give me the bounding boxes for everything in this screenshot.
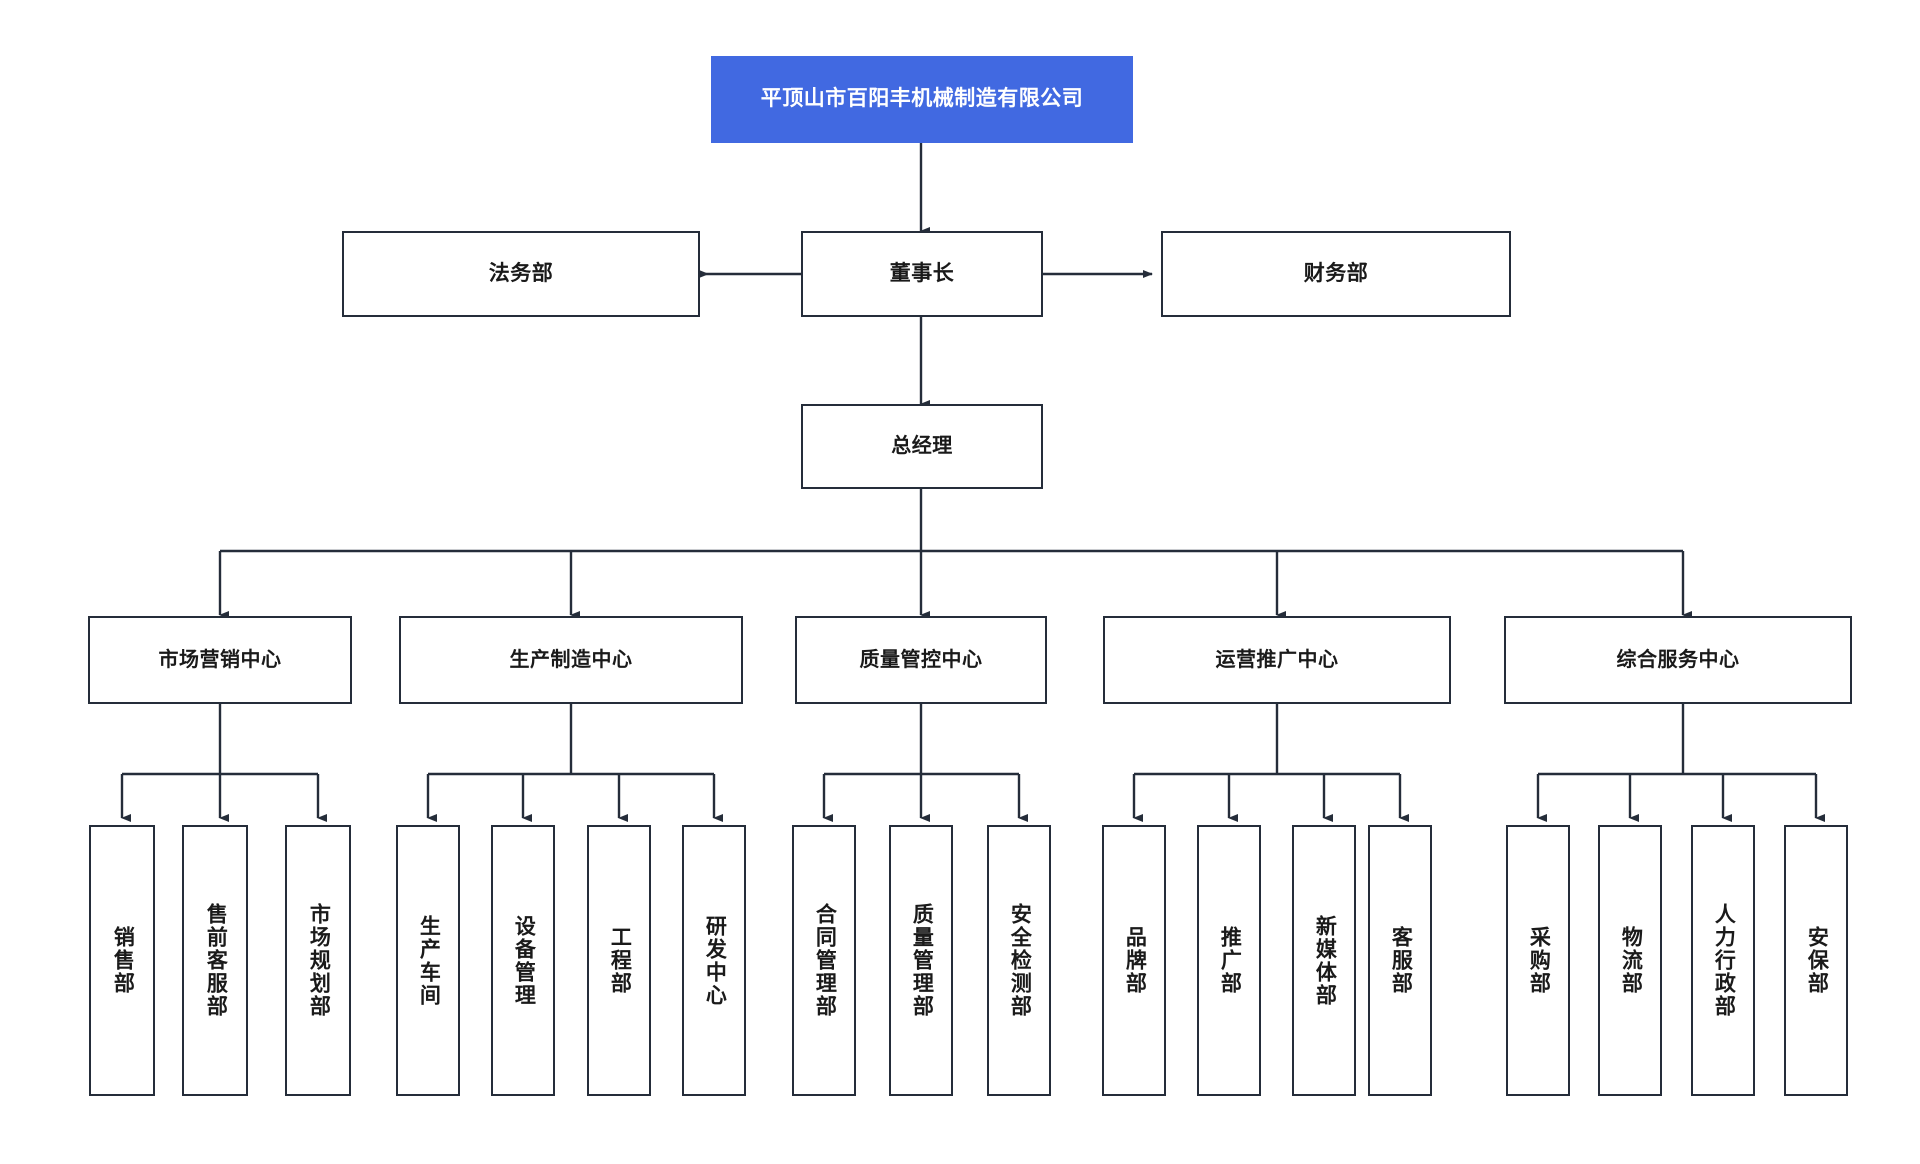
node-center-operations-label: 运营推广中心 [1215, 648, 1339, 671]
node-dept-sales-label: 销售部 [111, 926, 135, 995]
node-company-root[interactable]: 平顶山市百阳丰机械制造有限公司 [711, 56, 1133, 143]
node-dept-equipment-management[interactable]: 设备管理 [491, 825, 555, 1096]
node-dept-logistics-label: 物流部 [1619, 926, 1643, 995]
node-dept-new-media[interactable]: 新媒体部 [1292, 825, 1356, 1096]
node-finance-department-label: 财务部 [1303, 261, 1369, 285]
node-dept-security[interactable]: 安保部 [1784, 825, 1848, 1096]
node-dept-logistics[interactable]: 物流部 [1598, 825, 1662, 1096]
node-dept-production-workshop-label: 生产车间 [417, 914, 441, 1007]
node-dept-promotion-label: 推广部 [1218, 926, 1242, 995]
node-center-quality[interactable]: 质量管控中心 [795, 616, 1047, 704]
node-dept-rnd-center[interactable]: 研发中心 [682, 825, 746, 1096]
node-center-general-services[interactable]: 综合服务中心 [1504, 616, 1852, 704]
node-company-root-label: 平顶山市百阳丰机械制造有限公司 [760, 87, 1084, 111]
node-center-general-services-label: 综合服务中心 [1616, 648, 1740, 671]
node-dept-production-workshop[interactable]: 生产车间 [396, 825, 460, 1096]
node-center-manufacturing[interactable]: 生产制造中心 [399, 616, 743, 704]
node-dept-customer-service-label: 客服部 [1389, 926, 1413, 995]
node-dept-engineering[interactable]: 工程部 [587, 825, 651, 1096]
node-dept-quality-management[interactable]: 质量管理部 [889, 825, 953, 1096]
node-chairman[interactable]: 董事长 [801, 231, 1043, 317]
node-dept-procurement[interactable]: 采购部 [1506, 825, 1570, 1096]
node-dept-equipment-management-label: 设备管理 [512, 914, 536, 1007]
node-dept-brand-label: 品牌部 [1123, 926, 1147, 995]
node-center-marketing[interactable]: 市场营销中心 [88, 616, 352, 704]
node-dept-brand[interactable]: 品牌部 [1102, 825, 1166, 1096]
node-dept-sales[interactable]: 销售部 [89, 825, 155, 1096]
node-center-marketing-label: 市场营销中心 [158, 648, 282, 671]
node-dept-customer-service[interactable]: 客服部 [1368, 825, 1432, 1096]
node-dept-contract-management[interactable]: 合同管理部 [792, 825, 856, 1096]
node-dept-procurement-label: 采购部 [1527, 926, 1551, 995]
node-general-manager-label: 总经理 [891, 435, 953, 457]
node-finance-department[interactable]: 财务部 [1161, 231, 1511, 317]
node-dept-market-planning[interactable]: 市场规划部 [285, 825, 351, 1096]
node-dept-safety-inspection[interactable]: 安全检测部 [987, 825, 1051, 1096]
node-chairman-label: 董事长 [889, 261, 955, 285]
node-dept-safety-inspection-label: 安全检测部 [1008, 903, 1032, 1018]
node-dept-promotion[interactable]: 推广部 [1197, 825, 1261, 1096]
node-dept-presales-service-label: 售前客服部 [204, 903, 228, 1018]
node-dept-engineering-label: 工程部 [608, 926, 632, 995]
connectors [120, 143, 1825, 822]
node-dept-security-label: 安保部 [1805, 926, 1829, 995]
node-dept-market-planning-label: 市场规划部 [307, 903, 331, 1018]
node-legal-department[interactable]: 法务部 [342, 231, 700, 317]
node-dept-rnd-center-label: 研发中心 [703, 914, 727, 1007]
node-dept-hr-admin-label: 人力行政部 [1712, 903, 1736, 1018]
node-dept-new-media-label: 新媒体部 [1313, 914, 1337, 1007]
node-dept-presales-service[interactable]: 售前客服部 [182, 825, 248, 1096]
node-dept-quality-management-label: 质量管理部 [910, 903, 934, 1018]
node-center-quality-label: 质量管控中心 [859, 648, 983, 671]
node-general-manager[interactable]: 总经理 [801, 404, 1043, 489]
node-dept-hr-admin[interactable]: 人力行政部 [1691, 825, 1755, 1096]
node-center-operations[interactable]: 运营推广中心 [1103, 616, 1451, 704]
node-legal-department-label: 法务部 [488, 261, 554, 285]
node-center-manufacturing-label: 生产制造中心 [509, 648, 633, 671]
node-dept-contract-management-label: 合同管理部 [813, 903, 837, 1018]
